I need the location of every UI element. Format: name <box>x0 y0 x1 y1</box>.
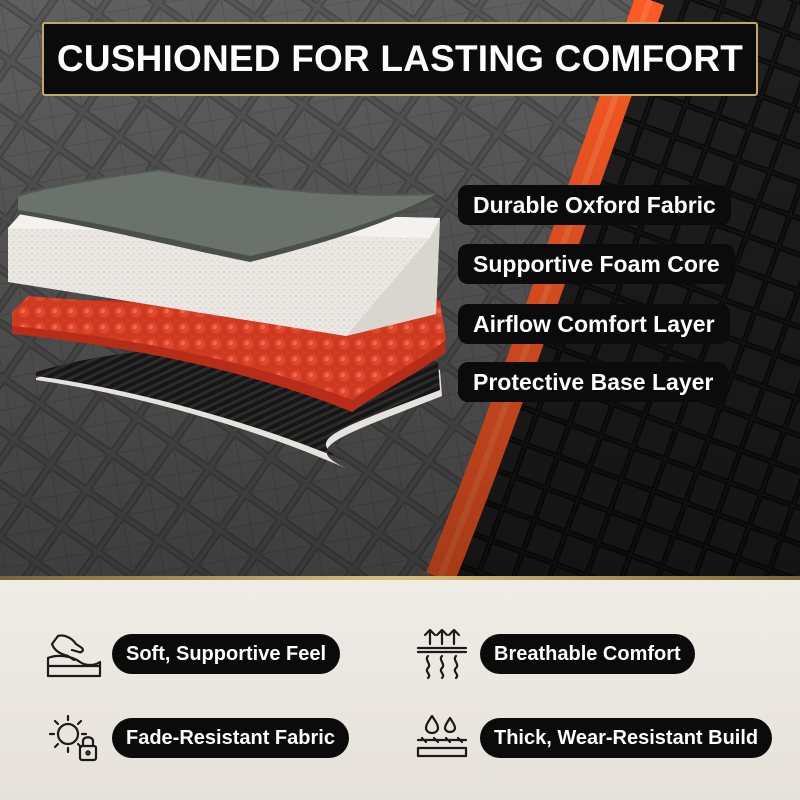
feature-soft-supportive: Soft, Supportive Feel <box>42 634 341 678</box>
feature-label: Breathable Comfort <box>480 634 695 674</box>
title-banner: CUSHIONED FOR LASTING COMFORT <box>42 22 758 96</box>
feature-label: Fade-Resistant Fabric <box>112 718 349 758</box>
feature-breathable: Breathable Comfort <box>410 628 695 680</box>
hand-pressing-cushion-icon <box>46 634 102 678</box>
water-drops-layers-icon <box>416 714 468 758</box>
gold-divider <box>0 576 800 580</box>
layer-label-oxford-fabric: Durable Oxford Fabric <box>458 185 731 225</box>
mat-layers-illustration <box>0 0 800 578</box>
feature-fade-resistant: Fade-Resistant Fabric <box>42 714 349 762</box>
layer-label-foam-core: Supportive Foam Core <box>458 244 735 284</box>
page-title: CUSHIONED FOR LASTING COMFORT <box>56 38 744 79</box>
feature-label: Soft, Supportive Feel <box>112 634 341 674</box>
features-section <box>0 580 800 800</box>
sun-lock-icon <box>48 714 98 762</box>
layer-label-base-layer: Protective Base Layer <box>458 362 729 402</box>
layer-label-airflow-layer: Airflow Comfort Layer <box>458 304 730 344</box>
feature-label: Thick, Wear-Resistant Build <box>480 718 773 758</box>
feature-wear-resistant: Thick, Wear-Resistant Build <box>410 714 773 758</box>
hero-photo: CUSHIONED FOR LASTING COMFORT Durable Ox… <box>0 0 800 578</box>
airflow-arrows-icon <box>416 628 468 680</box>
